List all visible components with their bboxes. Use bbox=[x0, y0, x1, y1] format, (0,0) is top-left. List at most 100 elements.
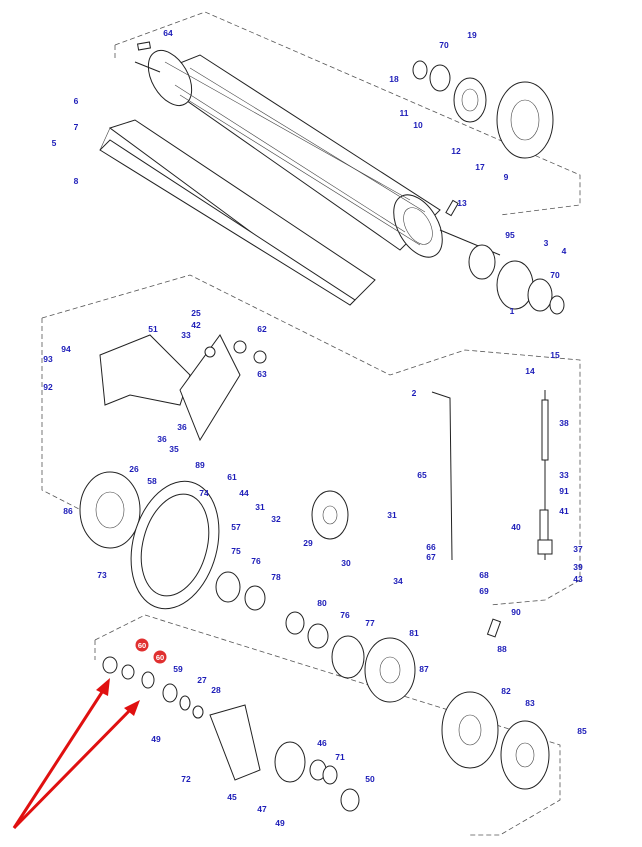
callout-label-27: 27 bbox=[197, 675, 207, 685]
callout-label-34: 34 bbox=[393, 576, 403, 586]
callout-label-85: 85 bbox=[577, 726, 587, 736]
callout-label-67: 67 bbox=[426, 552, 436, 562]
callout-label-89: 89 bbox=[195, 460, 205, 470]
callout-label-40: 40 bbox=[511, 522, 521, 532]
callout-label-77: 77 bbox=[365, 618, 375, 628]
callout-label-44: 44 bbox=[239, 488, 249, 498]
callout-label-68: 68 bbox=[479, 570, 489, 580]
callout-label-15: 15 bbox=[550, 350, 560, 360]
bearing-flange-top bbox=[412, 60, 554, 159]
callout-label-65: 65 bbox=[417, 470, 427, 480]
callout-label-57: 57 bbox=[231, 522, 241, 532]
callout-label-36: 36 bbox=[177, 422, 187, 432]
callout-label-82: 82 bbox=[501, 686, 511, 696]
callout-label-4: 4 bbox=[562, 246, 567, 256]
callout-label-8: 8 bbox=[74, 176, 79, 186]
callout-label-49: 49 bbox=[275, 818, 285, 828]
callout-label-70: 70 bbox=[439, 40, 449, 50]
callout-label-63: 63 bbox=[257, 369, 267, 379]
callout-label-94: 94 bbox=[61, 344, 71, 354]
callout-label-49: 49 bbox=[151, 734, 161, 744]
callout-label-92: 92 bbox=[43, 382, 53, 392]
callout-label-38: 38 bbox=[559, 418, 569, 428]
chain-sprocket bbox=[364, 637, 550, 790]
callout-label-28: 28 bbox=[211, 685, 221, 695]
pulley-29 bbox=[311, 490, 349, 540]
callout-label-35: 35 bbox=[169, 444, 179, 454]
callout-label-70: 70 bbox=[550, 270, 560, 280]
callout-label-36: 36 bbox=[157, 434, 167, 444]
callout-label-45: 45 bbox=[227, 792, 237, 802]
callout-label-13: 13 bbox=[457, 198, 467, 208]
roller-drum bbox=[134, 41, 501, 258]
callout-label-37: 37 bbox=[573, 544, 583, 554]
callout-label-39: 39 bbox=[573, 562, 583, 572]
callout-label-41: 41 bbox=[559, 506, 569, 516]
callout-label-76: 76 bbox=[340, 610, 350, 620]
callout-label-58: 58 bbox=[147, 476, 157, 486]
callout-label-14: 14 bbox=[525, 366, 535, 376]
callout-label-78: 78 bbox=[271, 572, 281, 582]
callout-label-42: 42 bbox=[191, 320, 201, 330]
callout-label-73: 73 bbox=[97, 570, 107, 580]
callout-label-32: 32 bbox=[271, 514, 281, 524]
callout-label-81: 81 bbox=[409, 628, 419, 638]
callout-label-60: 60 bbox=[138, 641, 146, 650]
callout-label-3: 3 bbox=[544, 238, 549, 248]
callout-label-18: 18 bbox=[389, 74, 399, 84]
callout-label-91: 91 bbox=[559, 486, 569, 496]
callout-label-80: 80 bbox=[317, 598, 327, 608]
callout-label-46: 46 bbox=[317, 738, 327, 748]
rods-right bbox=[431, 390, 553, 638]
pulley-left bbox=[79, 471, 141, 549]
callout-label-11: 11 bbox=[400, 108, 409, 118]
callout-label-71: 71 bbox=[335, 752, 345, 762]
callout-label-87: 87 bbox=[419, 664, 429, 674]
feed-plate bbox=[99, 119, 376, 306]
callout-label-2: 2 bbox=[412, 388, 417, 398]
lower-bracket bbox=[209, 704, 360, 812]
callout-label-62: 62 bbox=[257, 324, 267, 334]
washer-rings bbox=[102, 656, 204, 719]
belt bbox=[130, 480, 220, 610]
callout-label-26: 26 bbox=[129, 464, 139, 474]
callout-label-74: 74 bbox=[199, 488, 209, 498]
callout-label-9: 9 bbox=[504, 172, 509, 182]
callout-label-1: 1 bbox=[510, 306, 515, 316]
callout-label-25: 25 bbox=[191, 308, 201, 318]
callout-label-33: 33 bbox=[181, 330, 191, 340]
callout-label-76: 76 bbox=[251, 556, 261, 566]
bearing-row bbox=[215, 571, 365, 679]
callout-label-29: 29 bbox=[303, 538, 313, 548]
callout-label-69: 69 bbox=[479, 586, 489, 596]
callout-label-93: 93 bbox=[43, 354, 53, 364]
bracket-plate bbox=[99, 334, 267, 442]
callout-label-66: 66 bbox=[426, 542, 436, 552]
callout-label-75: 75 bbox=[231, 546, 241, 556]
callout-label-10: 10 bbox=[413, 120, 423, 130]
callout-label-86: 86 bbox=[63, 506, 73, 516]
section-outline-drum bbox=[114, 11, 581, 216]
section-outline-lower bbox=[94, 614, 561, 836]
callout-label-51: 51 bbox=[148, 324, 158, 334]
callout-label-61: 61 bbox=[227, 472, 237, 482]
callout-label-5: 5 bbox=[52, 138, 57, 148]
callout-label-50: 50 bbox=[365, 774, 375, 784]
section-outline-drive bbox=[41, 274, 581, 606]
callout-label-12: 12 bbox=[451, 146, 461, 156]
callout-label-31: 31 bbox=[387, 510, 397, 520]
callout-label-6: 6 bbox=[74, 96, 79, 106]
callout-label-31: 31 bbox=[255, 502, 265, 512]
callout-label-90: 90 bbox=[511, 607, 521, 617]
callout-label-17: 17 bbox=[475, 162, 485, 172]
callout-label-83: 83 bbox=[525, 698, 535, 708]
red-arrow-icon bbox=[12, 678, 140, 830]
callout-label-59: 59 bbox=[173, 664, 183, 674]
callout-label-88: 88 bbox=[497, 644, 507, 654]
callout-label-95: 95 bbox=[505, 230, 515, 240]
callout-label-43: 43 bbox=[573, 574, 583, 584]
callout-label-19: 19 bbox=[467, 30, 477, 40]
highlight-marker bbox=[135, 638, 149, 652]
